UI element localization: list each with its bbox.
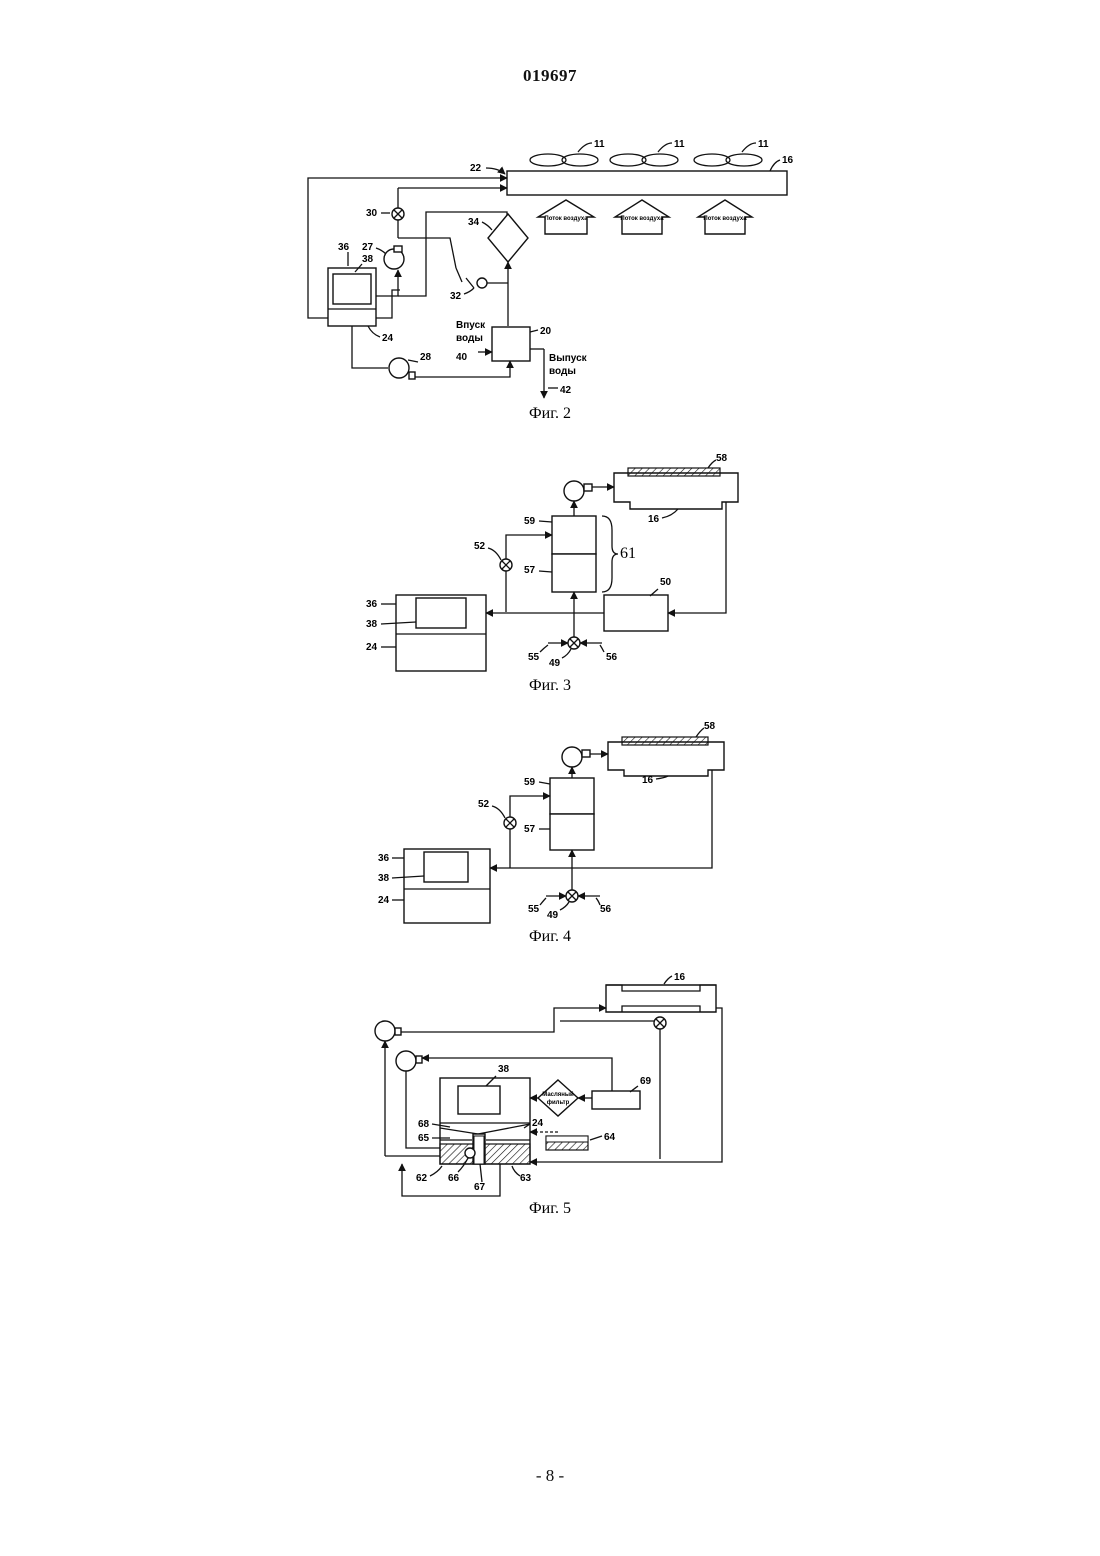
figure-4: 58 16 59 57 52 36 38 24 55 — [378, 721, 724, 945]
fig2-label-38: 38 — [362, 254, 374, 265]
fig5-caption: Фиг. 5 — [529, 1200, 571, 1217]
fig4-label-58: 58 — [704, 721, 716, 732]
screen-38 — [424, 852, 468, 882]
bath-62 — [440, 1144, 530, 1164]
fig5-label-66: 66 — [448, 1173, 460, 1184]
fig5-label-62: 62 — [416, 1173, 428, 1184]
fig2-label-34: 34 — [468, 217, 480, 228]
fig4-label-57: 57 — [524, 824, 536, 835]
fig2-label-11b: 11 — [674, 139, 685, 150]
fig4-label-38: 38 — [378, 873, 390, 884]
pump-28 — [389, 358, 409, 378]
box-69 — [592, 1091, 640, 1109]
fig3-label-61: 61 — [620, 545, 636, 562]
fig3-label-50: 50 — [660, 577, 672, 588]
fig2-label-30: 30 — [366, 208, 378, 219]
screen-38 — [333, 274, 371, 304]
fig5-label-63: 63 — [520, 1173, 532, 1184]
fig4-label-59: 59 — [524, 777, 536, 788]
fig2-label-24: 24 — [382, 333, 394, 344]
pump-lower — [396, 1051, 416, 1071]
fig3-label-59: 59 — [524, 516, 536, 527]
airflow-label-3: Поток воздуха — [703, 216, 747, 222]
fig2-caption: Фиг. 2 — [529, 405, 571, 422]
unit-57 — [550, 814, 594, 850]
fig4-label-55: 55 — [528, 904, 540, 915]
fig2-label-28: 28 — [420, 352, 432, 363]
box-50 — [604, 595, 668, 631]
fig2-label-11a: 11 — [594, 139, 605, 150]
airflow-label-1: Поток воздуха — [544, 216, 588, 222]
fig5-label-38: 38 — [498, 1064, 510, 1075]
oil-filter-label-2: фильтр — [547, 1099, 570, 1106]
oil-filter — [538, 1080, 578, 1116]
fig2-label-11c: 11 — [758, 139, 769, 150]
fig2-label-40: 40 — [456, 352, 468, 363]
fig5-label-69: 69 — [640, 1076, 652, 1087]
water-in-label-2: воды — [456, 333, 483, 344]
fig3-label-57: 57 — [524, 565, 536, 576]
fig3-label-16: 16 — [648, 514, 660, 525]
screen-38 — [458, 1086, 500, 1114]
unit-59 — [550, 778, 594, 814]
fig2-label-32: 32 — [450, 291, 462, 302]
airflow-label-2: Поток воздуха — [620, 216, 664, 222]
fig2-label-27: 27 — [362, 242, 374, 253]
fig4-label-49: 49 — [547, 910, 559, 921]
fig5-label-67: 67 — [474, 1182, 486, 1193]
fig3-label-56: 56 — [606, 652, 618, 663]
fig4-label-56: 56 — [600, 904, 612, 915]
fig4-label-36: 36 — [378, 853, 390, 864]
fig3-label-49: 49 — [549, 658, 561, 669]
fig4-label-16: 16 — [642, 775, 654, 786]
fig5-label-68: 68 — [418, 1119, 430, 1130]
check-valve-32 — [477, 278, 487, 288]
oil-filter-label-1: Масляный — [542, 1091, 574, 1098]
fig3-label-58: 58 — [716, 453, 728, 464]
water-out-label-1: Выпуск — [549, 353, 588, 364]
heat-exchanger-20 — [492, 327, 530, 361]
water-in-label-1: Впуск — [456, 320, 486, 331]
fig3-label-52: 52 — [474, 541, 486, 552]
unit-59 — [552, 516, 596, 554]
fig2-label-16: 16 — [782, 155, 794, 166]
fig3-label-55: 55 — [528, 652, 540, 663]
chamber-16 — [507, 171, 787, 195]
unit-57 — [552, 554, 596, 592]
fig4-label-24: 24 — [378, 895, 390, 906]
fig5-label-64: 64 — [604, 1132, 616, 1143]
chamber-16 — [614, 473, 738, 509]
screen-38 — [416, 598, 466, 628]
fig3-caption: Фиг. 3 — [529, 677, 571, 694]
fig2-label-36: 36 — [338, 242, 350, 253]
fig3-label-38: 38 — [366, 619, 378, 630]
pump — [564, 481, 584, 501]
fig2-label-20: 20 — [540, 326, 552, 337]
fig5-label-65: 65 — [418, 1133, 430, 1144]
fig4-caption: Фиг. 4 — [529, 928, 571, 945]
fig5-label-16: 16 — [674, 972, 686, 983]
wafer-items — [530, 154, 762, 166]
substrate-58 — [622, 737, 708, 745]
chamber-16 — [608, 742, 724, 776]
filter-34 — [488, 214, 528, 262]
fig2-label-42: 42 — [560, 385, 572, 396]
figure-5: 16 38 68 65 24 — [375, 972, 722, 1217]
pump — [562, 747, 582, 767]
fig3-label-36: 36 — [366, 599, 378, 610]
water-out-label-2: воды — [549, 366, 576, 377]
fig5-label-24: 24 — [532, 1118, 544, 1129]
figure-3: 58 16 59 57 61 52 50 3 — [366, 453, 738, 694]
figure-2: 11 11 11 16 22 Поток воздуха Поток возду… — [308, 139, 794, 422]
fig2-label-22: 22 — [470, 163, 482, 174]
fig3-label-24: 24 — [366, 642, 378, 653]
page-number: - 8 - — [0, 1466, 1100, 1486]
substrate-58 — [628, 468, 720, 476]
pump-upper — [375, 1021, 395, 1041]
fig4-label-52: 52 — [478, 799, 490, 810]
